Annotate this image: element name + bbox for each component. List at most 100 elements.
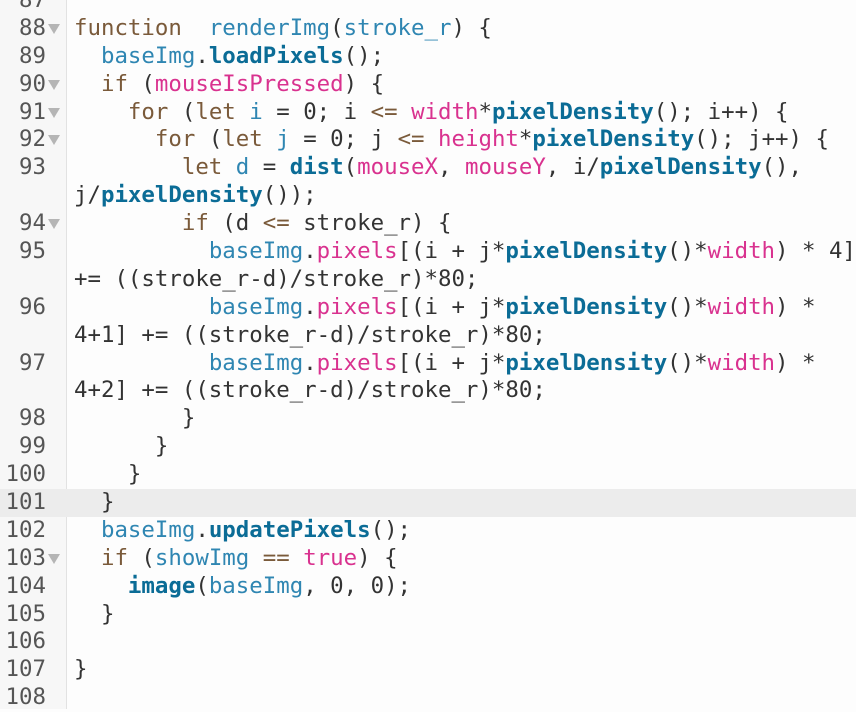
code-row: 4+1] += ((stroke_r-d)/stroke_r)*80; [0,322,856,350]
code-row: 108 [0,684,856,712]
code-line[interactable]: 106 [0,628,856,656]
code-line[interactable]: 95 baseImg.pixels[(i + j*pixelDensity()*… [0,238,856,294]
code-token-var: width [707,238,776,265]
code-text: } [74,656,87,684]
fold-arrow-icon[interactable] [48,79,60,90]
line-number: 94 [19,210,46,237]
code-token-def: baseImg [208,293,304,320]
code-line[interactable]: 92 for (let j = 0; j <= height*pixelDens… [0,126,856,154]
code-token-def: baseImg [208,572,304,599]
line-number: 90 [19,70,46,97]
code-token-def: baseImg [208,238,304,265]
code-token [290,545,303,571]
code-text: if (showImg == true) { [74,545,398,573]
code-row: 96 baseImg.pixels[(i + j*pixelDensity()*… [0,294,856,322]
code-text: baseImg.updatePixels(); [74,517,411,545]
code-token-var: width [411,98,479,125]
code-line[interactable]: 96 baseImg.pixels[(i + j*pixelDensity()*… [0,294,856,350]
code-line[interactable]: 93 let d = dist(mouseX, mouseY, i/pixelD… [0,154,856,210]
code-token: } [74,600,115,627]
line-number: 91 [19,98,46,125]
line-number: 98 [19,405,46,432]
code-token: ( [195,572,209,599]
code-line[interactable]: 101 } [0,489,856,517]
code-line[interactable]: 87 [0,0,856,15]
code-token-kw: for [127,98,169,125]
code-token: (d [208,210,263,237]
code-token [74,154,182,180]
code-token-op: <= [262,210,290,237]
line-number: 103 [5,544,46,571]
code-token: ) { [343,70,385,97]
code-token-def: baseImg [100,42,196,69]
code-line[interactable]: 98 } [0,405,856,433]
code-token: * [518,126,533,153]
line-number: 93 [19,154,46,181]
code-token-var: mouseIsPressed [154,70,344,97]
code-token: 4+2] += ((stroke_r-d)/stroke_r)*80; [74,377,546,404]
code-line[interactable]: 108 [0,684,856,712]
code-line[interactable]: 104 image(baseImg, 0, 0); [0,573,856,601]
code-token-def: renderImg [208,14,331,41]
code-line[interactable]: 107} [0,656,856,684]
fold-arrow-icon[interactable] [48,219,60,230]
line-number: 108 [5,684,46,711]
code-line[interactable]: 90 if (mouseIsPressed) { [0,71,856,99]
code-token-fn: updatePixels [208,516,371,543]
line-number: 92 [19,126,46,153]
code-token-fn: pixelDensity [505,349,668,376]
code-line[interactable]: 102 baseImg.updatePixels(); [0,517,856,545]
code-token: } [74,656,88,683]
code-line[interactable]: 97 baseImg.pixels[(i + j*pixelDensity()*… [0,350,856,406]
fold-arrow-icon[interactable] [48,107,60,118]
fold-arrow-icon[interactable] [48,553,60,564]
code-text: } [74,489,115,517]
code-line[interactable]: 100 } [0,461,856,489]
code-token [74,71,101,97]
code-line[interactable]: 103 if (showImg == true) { [0,545,856,573]
code-token-def: baseImg [208,349,304,376]
code-text: baseImg.pixels[(i + j*pixelDensity()*wid… [74,349,816,378]
code-token [236,99,249,125]
code-token: ) * [775,293,816,320]
code-token-var: width [707,349,776,376]
code-line[interactable]: 91 for (let i = 0; i <= width*pixelDensi… [0,99,856,127]
code-token: } [74,489,115,516]
code-token [182,15,209,41]
code-token: ) { [451,14,492,41]
code-row: 89 baseImg.loadPixels(); [0,43,856,71]
fold-arrow-icon[interactable] [48,23,60,34]
code-token: ( [127,544,155,571]
code-token: (), [761,154,803,181]
code-row: += ((stroke_r-d)/stroke_r)*80; [0,266,856,294]
code-line[interactable]: 94 if (d <= stroke_r) { [0,210,856,238]
code-row: 103 if (showImg == true) { [0,545,856,573]
code-line[interactable]: 105 } [0,601,856,629]
code-token-var: pixels [316,293,398,320]
code-token: ) * 4] [775,238,856,265]
code-token [74,126,155,152]
code-row: 95 baseImg.pixels[(i + j*pixelDensity()*… [0,238,856,266]
code-token-kw: let [222,126,263,153]
code-token-def: i [249,98,263,125]
code-token [249,545,262,571]
code-token-fn: dist [289,154,344,181]
code-row: 92 for (let j = 0; j <= height*pixelDens… [0,126,856,154]
code-token-def: stroke_r [343,14,452,41]
code-token-fn: pixelDensity [532,126,695,153]
code-token [74,517,101,543]
code-token-kw: if [100,544,128,571]
code-token [74,294,209,320]
code-token: += ((stroke_r-d)/stroke_r)*80; [74,265,479,292]
code-text: if (mouseIsPressed) { [74,71,384,99]
code-token: 4+1] += ((stroke_r-d)/stroke_r)*80; [74,321,546,348]
code-token: , i/ [545,154,600,181]
code-line[interactable]: 89 baseImg.loadPixels(); [0,43,856,71]
code-token: = [249,154,290,181]
fold-arrow-icon[interactable] [48,135,60,146]
code-line[interactable]: 99 } [0,433,856,461]
code-text: let d = dist(mouseX, mouseY, i/pixelDens… [74,154,802,182]
code-token-fn: pixelDensity [599,154,762,181]
